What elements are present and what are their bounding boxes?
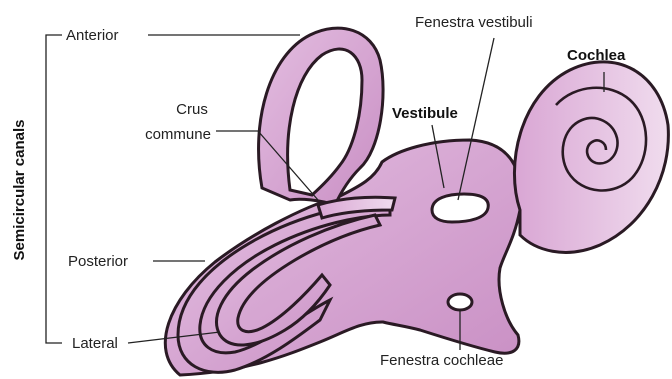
label-crus-line2: commune: [145, 126, 211, 143]
semicircular-bracket: [46, 35, 62, 343]
fenestra-cochleae-window: [448, 294, 472, 310]
label-posterior: Posterior: [68, 253, 128, 270]
fenestra-vestibuli-window: [432, 194, 488, 222]
label-semicircular-canals: Semicircular canals: [11, 120, 28, 261]
label-cochlea: Cochlea: [567, 47, 626, 64]
label-fenestra-cochleae: Fenestra cochleae: [380, 352, 503, 369]
label-fenestra-vestibuli: Fenestra vestibuli: [415, 14, 533, 31]
label-lateral: Lateral: [72, 335, 118, 352]
cochlea: [514, 62, 668, 253]
label-crus-line1: Crus: [176, 101, 208, 118]
label-anterior: Anterior: [66, 27, 119, 44]
label-vestibule: Vestibule: [392, 105, 458, 122]
